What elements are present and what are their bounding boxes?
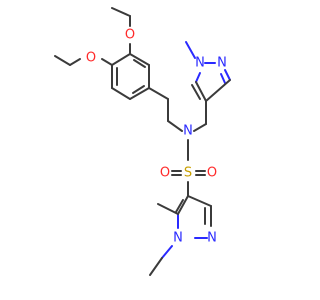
bond <box>167 120 183 132</box>
double-bond <box>133 59 146 68</box>
bond <box>129 87 150 100</box>
bond <box>205 79 231 102</box>
ethylpyrazole-ring <box>149 195 212 276</box>
chemical-structure: O O N N N S O O N N <box>54 7 231 276</box>
bond <box>195 72 201 83</box>
methoxy-groups <box>54 7 131 66</box>
nitrogen-atom: N <box>195 56 205 71</box>
bond <box>148 87 169 100</box>
bond <box>111 53 131 66</box>
bond <box>177 195 189 215</box>
oxygen-atom: O <box>160 166 170 181</box>
nitrogen-atom: N <box>183 124 193 139</box>
nitrogen-atom: N <box>173 231 183 246</box>
bond <box>161 245 173 259</box>
oxygen-atom: O <box>207 166 217 181</box>
double-bond <box>191 84 201 100</box>
double-bond <box>132 85 145 94</box>
bond <box>157 203 179 215</box>
bond <box>54 55 71 66</box>
sulfonyl-group <box>171 139 206 197</box>
bond <box>111 87 131 100</box>
structure-canvas: O O N N N S O O N N <box>54 7 231 276</box>
methylpyrazole-ring <box>185 41 231 102</box>
bond <box>129 53 150 66</box>
bond <box>224 69 231 81</box>
bond <box>101 58 113 66</box>
bond <box>149 257 163 276</box>
double-bond <box>220 73 226 84</box>
methylene-linker <box>193 100 207 132</box>
nitrogen-atom: N <box>217 56 227 71</box>
ethyl-linker <box>148 87 183 132</box>
bond <box>111 7 131 17</box>
double-bond <box>175 199 184 213</box>
bond <box>187 195 212 207</box>
dimethoxyphenyl-ring <box>111 53 150 100</box>
bond <box>193 123 207 132</box>
nitrogen-atom: N <box>207 231 217 246</box>
bond <box>195 81 207 102</box>
bond <box>69 58 81 66</box>
bond <box>185 41 196 59</box>
sulfur-atom: S <box>184 166 192 181</box>
oxygen-atom: O <box>86 51 96 66</box>
oxygen-atom: O <box>125 28 135 43</box>
atom-labels: O O N N N S O O N N <box>86 28 227 246</box>
